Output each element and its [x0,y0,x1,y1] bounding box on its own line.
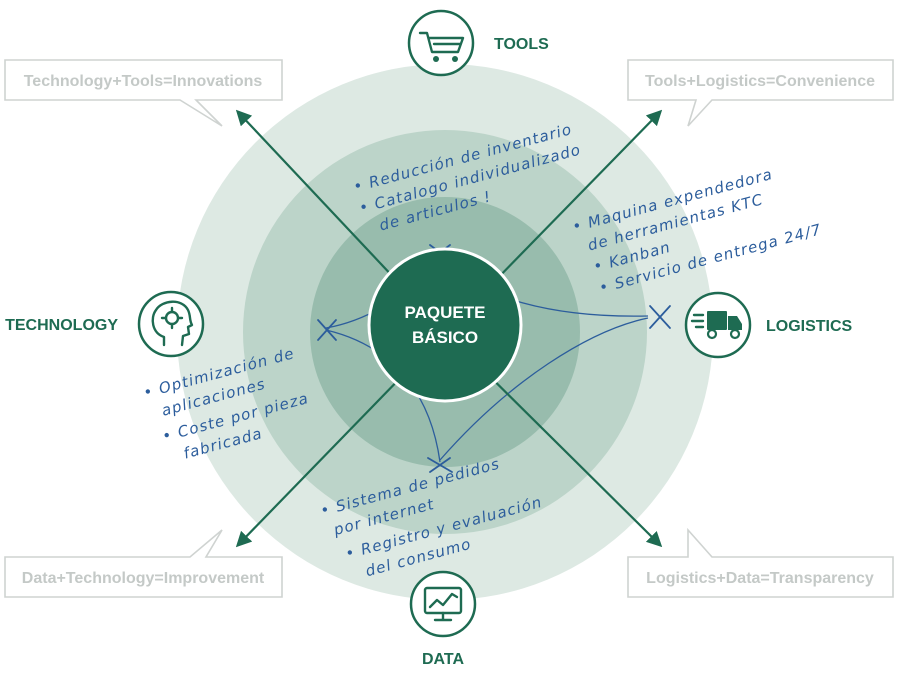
cross-mark-right [649,305,671,329]
node-logistics-label: LOGISTICS [766,318,853,335]
head-gear-icon [151,300,194,347]
callout-bottom-left: Data+Technology=Improvement [4,529,283,598]
center-label-line1: PAQUETE [405,303,486,322]
node-tools: TOOLS [407,9,549,77]
callout-top-left-text: Technology+Tools=Innovations [24,73,263,90]
curve-right-bottom [439,317,649,461]
cross-mark-bottom [427,457,453,473]
callout-top-right: Tools+Logistics=Convenience [627,59,894,127]
center-label-line2: BÁSICO [412,328,478,347]
node-tools-label: TOOLS [494,36,549,53]
monitor-chart-icon [423,586,463,622]
callout-bottom-right-text: Logistics+Data=Transparency [646,570,874,587]
node-technology: TECHNOLOGY [5,290,205,358]
callout-bottom-right: Logistics+Data=Transparency [627,527,894,598]
shopping-cart-icon [418,31,465,62]
node-data: DATA [409,570,477,668]
callout-top-right-text: Tools+Logistics=Convenience [645,73,875,90]
cross-mark-left [317,319,337,341]
node-technology-label: TECHNOLOGY [5,317,118,334]
node-logistics: LOGISTICS [684,291,853,359]
callout-bottom-left-text: Data+Technology=Improvement [22,570,265,587]
callout-top-left: Technology+Tools=Innovations [4,59,283,127]
node-data-label: DATA [422,651,465,668]
delivery-truck-icon [690,311,742,340]
center-circle [367,247,523,403]
